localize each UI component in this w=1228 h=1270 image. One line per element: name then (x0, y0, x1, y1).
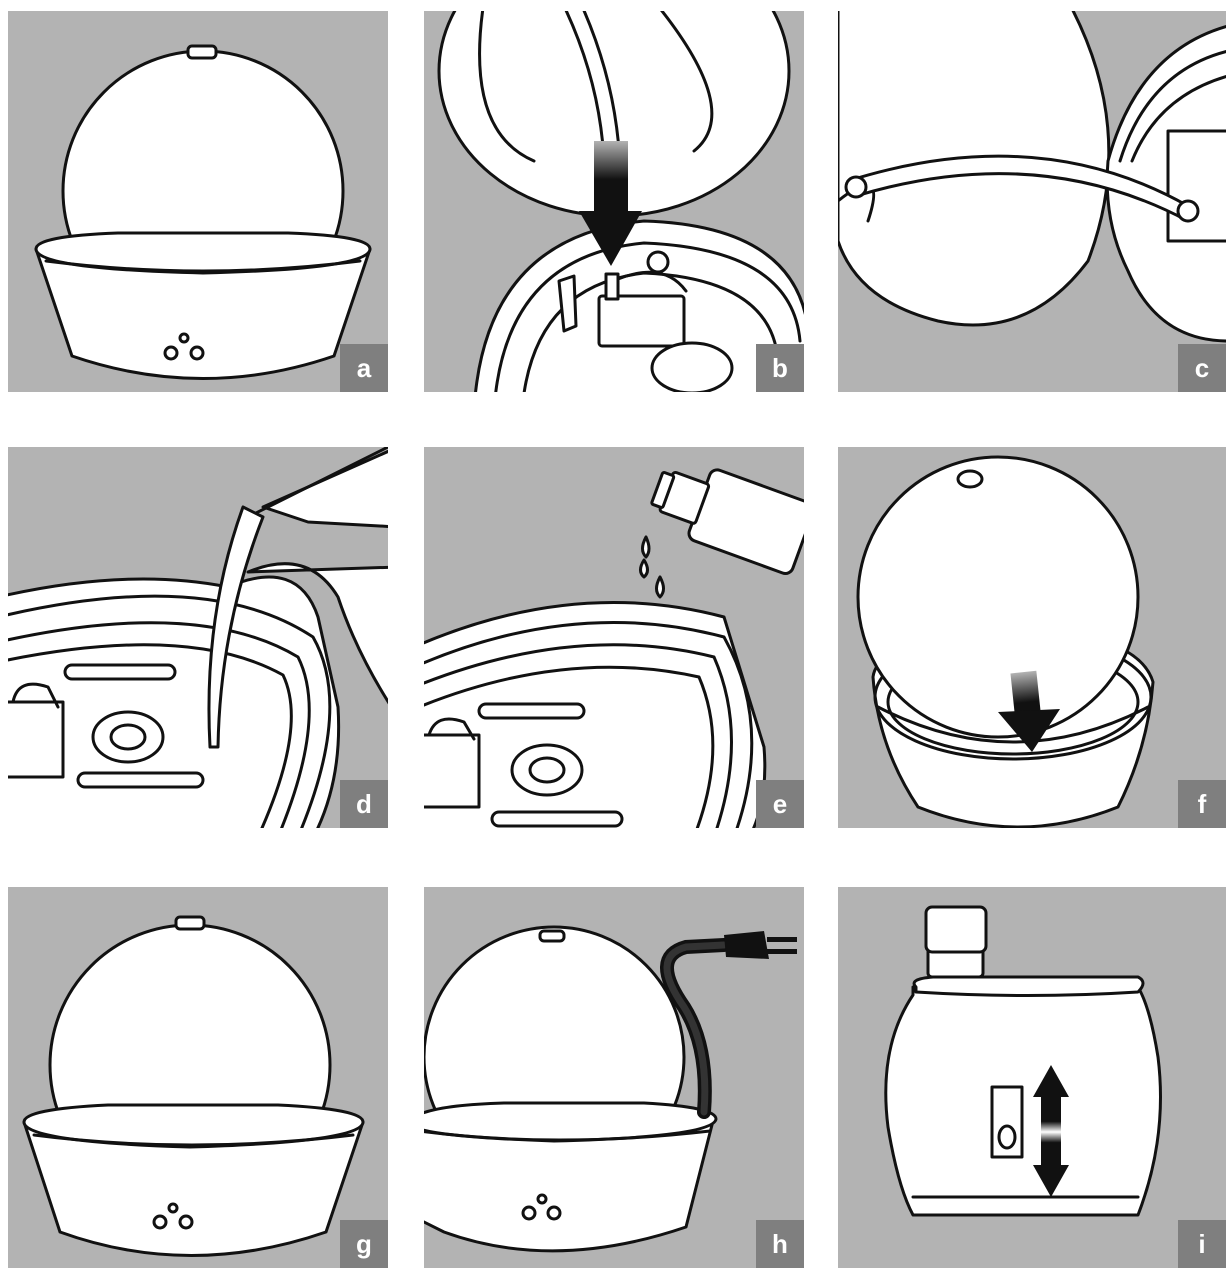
pump-adjuster-illustration (884, 905, 1162, 1217)
fountain-illustration (34, 44, 372, 380)
panel-h: h (424, 887, 804, 1268)
panel-g: g (8, 887, 388, 1268)
panel-label: e (756, 780, 804, 828)
place-sphere-illustration (856, 455, 1155, 828)
tube-into-pump-illustration (437, 11, 804, 392)
panel-label: f (1178, 780, 1226, 828)
panel-c: c (838, 11, 1226, 392)
panel-label: h (756, 1220, 804, 1268)
panel-f: f (838, 447, 1226, 828)
panel-e: e (424, 447, 804, 828)
add-drops-illustration (424, 468, 804, 828)
panel-label: g (340, 1220, 388, 1268)
panel-label: d (340, 780, 388, 828)
plug-in-illustration (424, 925, 797, 1253)
panel-d: d (8, 447, 388, 828)
panel-label: i (1178, 1220, 1226, 1268)
fountain-illustration (22, 915, 365, 1257)
panel-b: b (424, 11, 804, 392)
tube-through-sphere-illustration (838, 11, 1226, 343)
pour-water-illustration (8, 447, 388, 828)
panel-label: a (340, 344, 388, 392)
panel-label: c (1178, 344, 1226, 392)
panel-label: b (756, 344, 804, 392)
panel-i: i (838, 887, 1226, 1268)
panel-a: a (8, 11, 388, 392)
